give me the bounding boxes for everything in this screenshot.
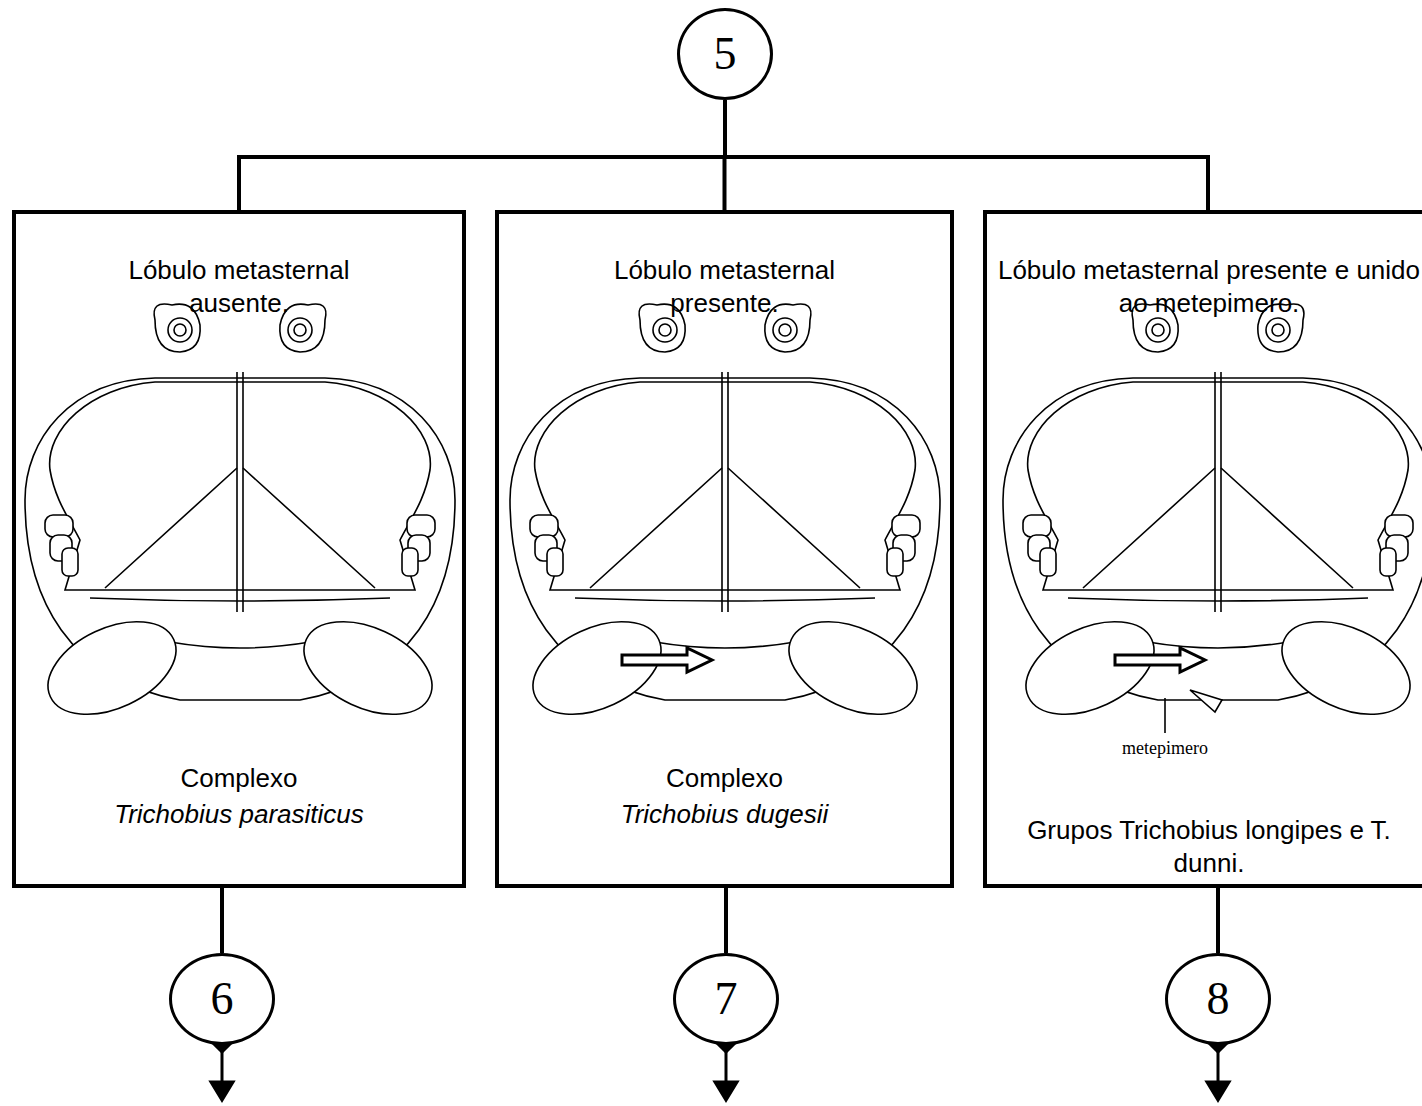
connector	[1216, 888, 1220, 953]
character-text: Lóbulo metasternal presente.	[565, 254, 885, 319]
character-text: Lóbulo metasternal ausente.	[79, 254, 399, 319]
metepimeron-lobe	[1190, 690, 1222, 712]
connector	[220, 888, 224, 953]
step-circle: 6	[169, 953, 275, 1045]
part-label: metepimero	[1120, 738, 1210, 760]
step-number: 6	[211, 976, 234, 1022]
connector	[725, 100, 1208, 210]
step-number: 8	[1207, 976, 1230, 1022]
step-number: 7	[715, 976, 738, 1022]
taxon-name: Grupos Trichobius longipes e T. dunni.	[999, 814, 1419, 879]
taxon-name: Trichobius parasiticus	[29, 798, 449, 831]
step-circle: 5	[677, 8, 773, 100]
character-text: Lóbulo metasternal presente e unido ao m…	[994, 254, 1422, 319]
key-box: Lóbulo metasternal presente e unido ao m…	[983, 210, 1422, 888]
step-circle: 8	[1165, 953, 1271, 1045]
pointer-arrow	[622, 648, 712, 672]
thorax-drawing	[25, 304, 455, 733]
step-number: 5	[714, 31, 737, 77]
pointer-arrow	[1115, 648, 1205, 672]
connector	[724, 888, 728, 953]
taxon-name: Complexo	[29, 762, 449, 795]
step-circle: 7	[673, 953, 779, 1045]
key-box: Lóbulo metasternal ausente. ComplexoTrich…	[12, 210, 466, 888]
connector	[239, 100, 725, 210]
thorax-drawing	[510, 304, 940, 733]
thorax-drawing	[1003, 304, 1422, 733]
leader-line	[1164, 698, 1166, 733]
taxon-name: Trichobius dugesii	[515, 798, 935, 831]
taxon-name: Complexo	[515, 762, 935, 795]
key-box: Lóbulo metasternal presente. ComplexoTric…	[495, 210, 954, 888]
